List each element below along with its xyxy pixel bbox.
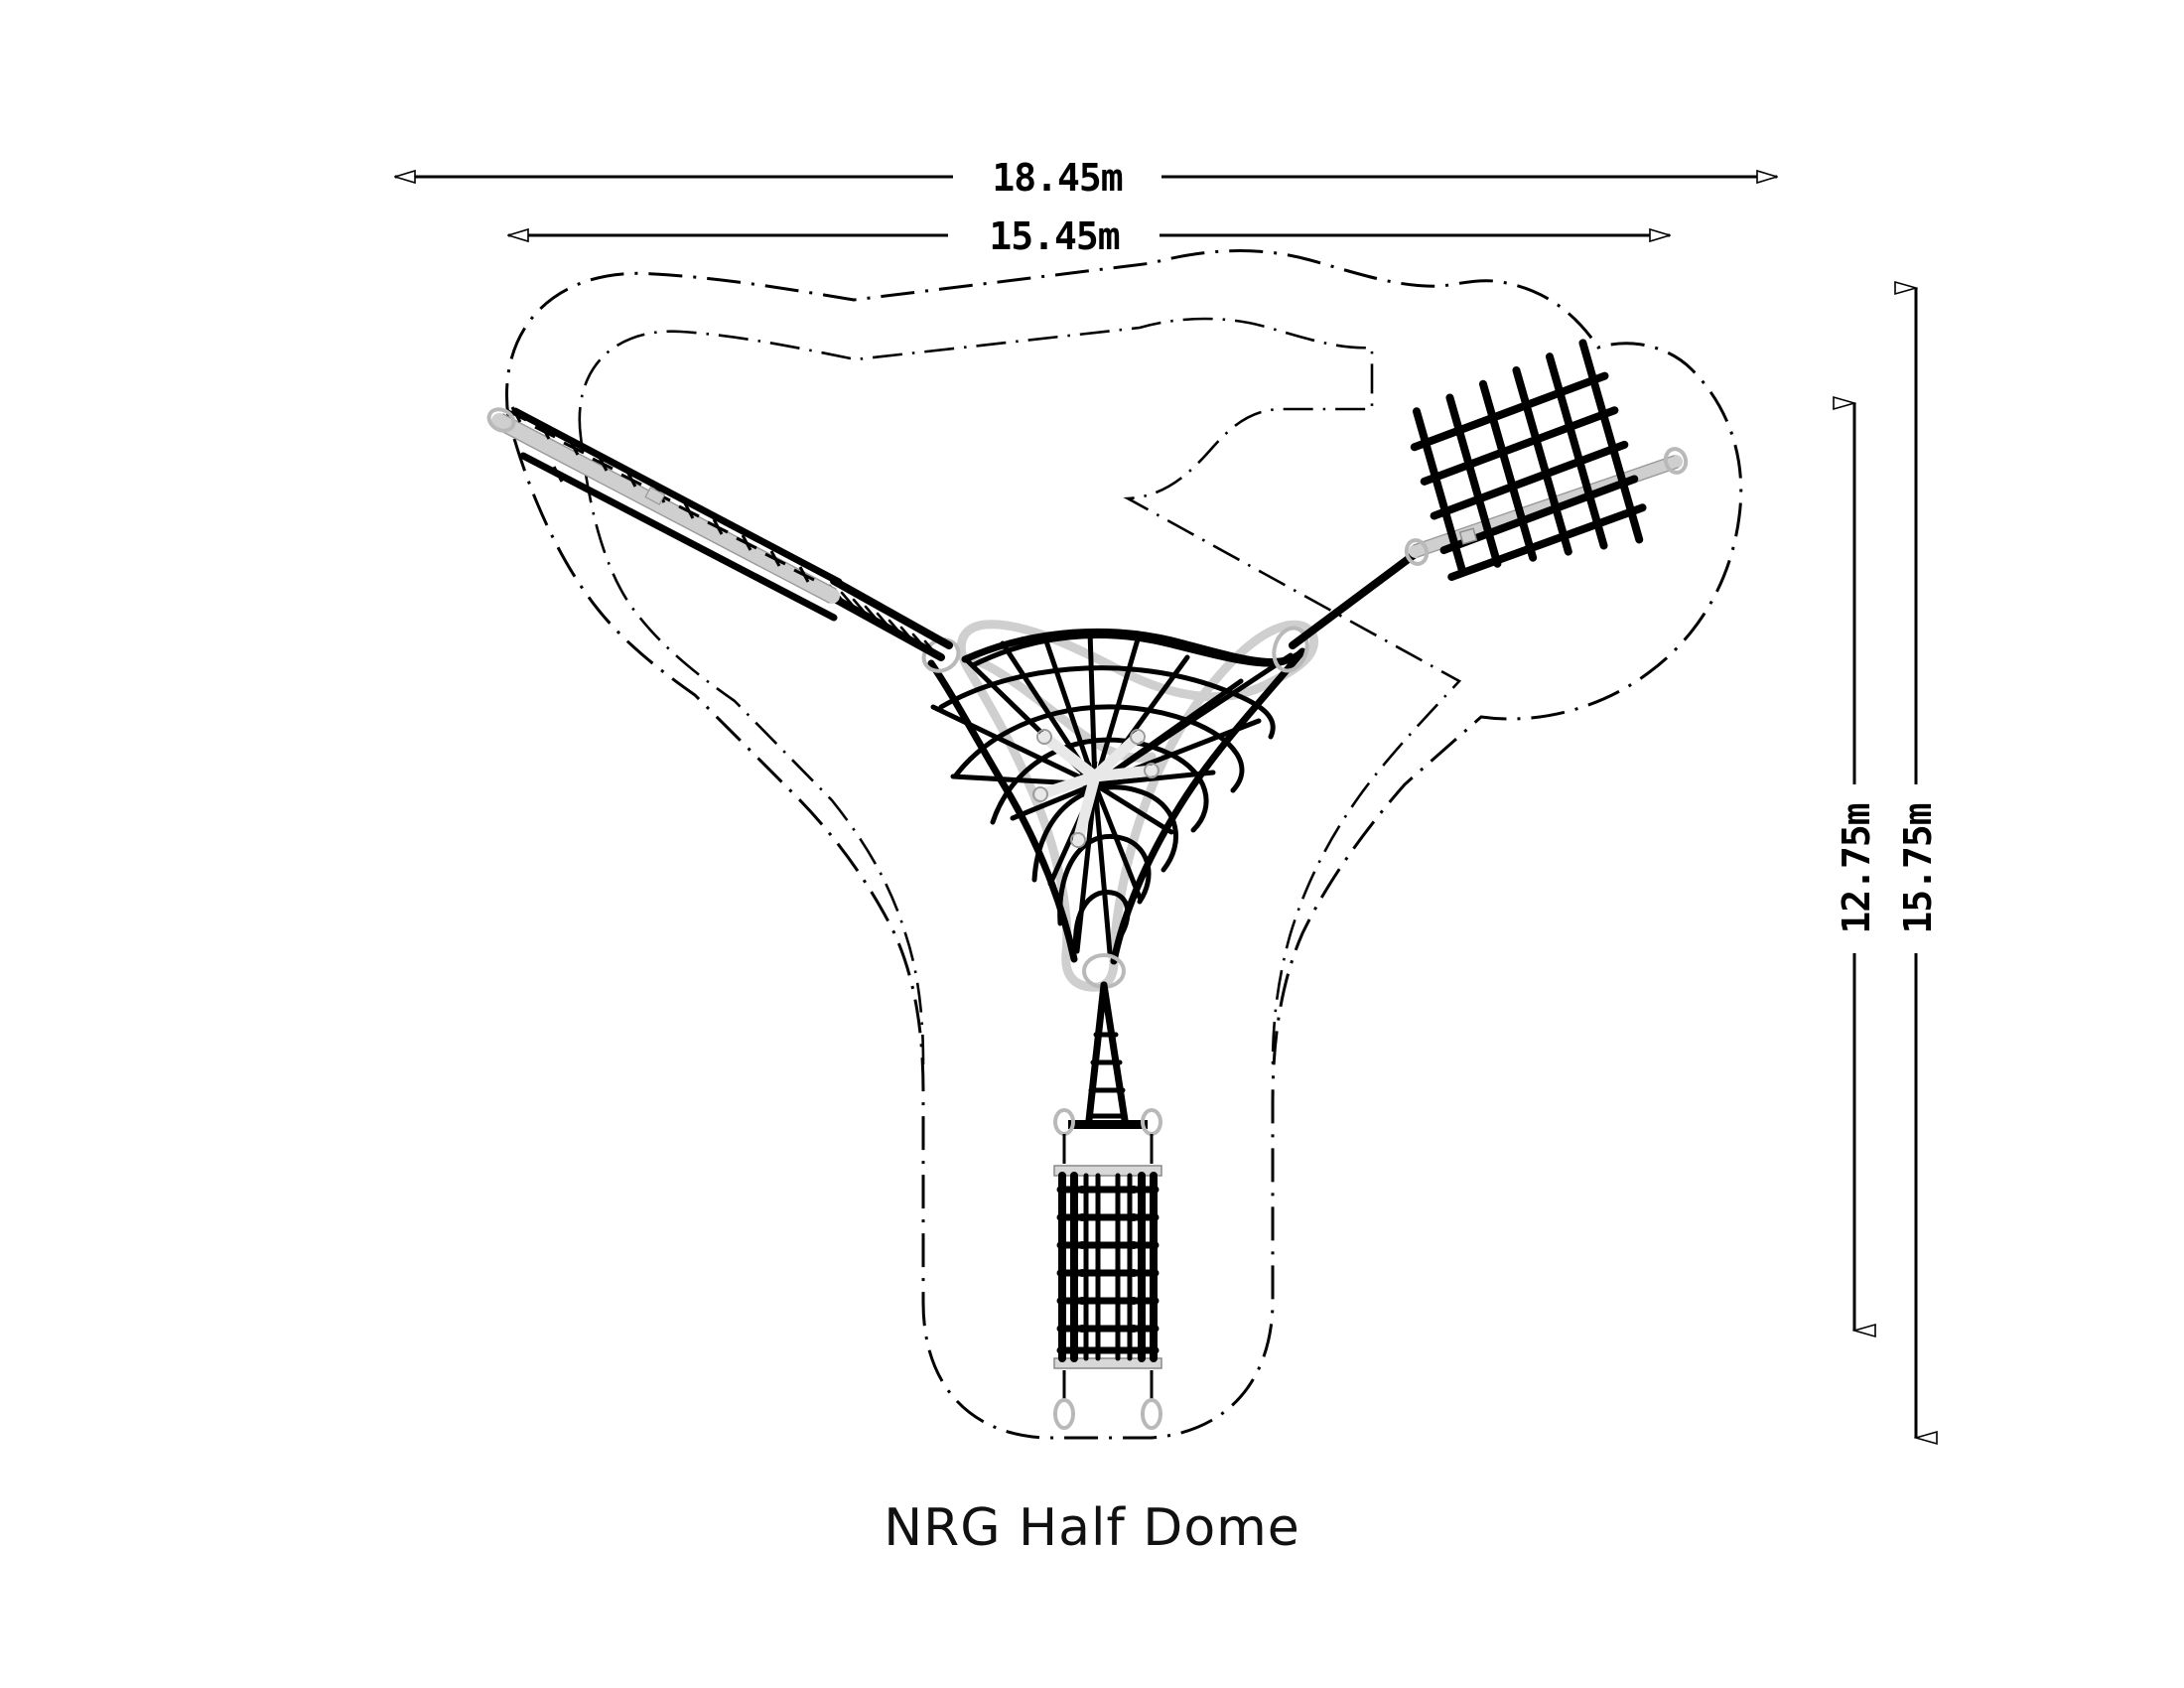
ladder-bottom-hardware xyxy=(1053,1370,1162,1430)
cargo-net-grid xyxy=(1410,339,1647,581)
cargo-net-rail-end xyxy=(1663,447,1689,475)
bottom-ring-right xyxy=(1141,1398,1162,1430)
component-rung-ladder-south xyxy=(1053,981,1162,1430)
corner-node-ne-ring xyxy=(1272,626,1309,673)
safety-zone-boundary-inner xyxy=(578,317,1462,1065)
dimension-overall-depth: 15.75m xyxy=(1896,288,1940,1438)
corner-node-nw-ring xyxy=(921,637,961,673)
hub-spokes xyxy=(1034,731,1158,846)
ladder-taper-rungs xyxy=(1086,1032,1128,1119)
dim-label-inner-width: 15.45m xyxy=(989,214,1119,258)
boundary-inner-outline xyxy=(578,317,1462,1065)
ladder-top-beam xyxy=(1053,1108,1162,1164)
ladder-rungs xyxy=(505,406,815,583)
boundary-outline xyxy=(505,249,1743,1440)
central-net-dome xyxy=(921,620,1318,992)
drawing-title: NRG Half Dome xyxy=(884,1498,1300,1558)
dimension-overall-width: 18.45m xyxy=(395,156,1777,200)
ladder-deck xyxy=(1053,1165,1162,1369)
ladder-stringer-upper xyxy=(511,407,843,586)
deck-rung-clamps xyxy=(1078,1186,1138,1333)
rope-twist-hatch xyxy=(828,584,939,657)
cargo-net-clamp xyxy=(1458,527,1478,545)
ladder-end-cap xyxy=(486,407,516,433)
dim-label-inner-depth: 12.75m xyxy=(1835,803,1878,933)
net-outer-edges xyxy=(927,628,1306,965)
ladder-stringer-lower xyxy=(519,452,838,622)
deck-rungs xyxy=(1056,1186,1160,1354)
dim-label-overall-depth: 15.75m xyxy=(1896,803,1940,933)
top-beam xyxy=(1068,1120,1148,1129)
safety-zone-boundary-outer xyxy=(505,249,1743,1440)
dim-label-overall-width: 18.45m xyxy=(992,156,1122,200)
component-cargo-net-ne xyxy=(1289,339,1689,649)
deck-bottom-rail xyxy=(1053,1357,1162,1369)
dome-rope-inner-1 xyxy=(970,655,1157,763)
hub-spoke-outlines xyxy=(1032,729,1160,848)
deck-top-rail xyxy=(1053,1165,1162,1177)
twisted-rope-section xyxy=(820,577,953,661)
net-mesh-radials xyxy=(930,629,1294,956)
boundary-inner-outline-left xyxy=(579,436,925,1065)
net-central-hub xyxy=(1032,729,1160,848)
ladder-taper-ropes xyxy=(1085,981,1129,1124)
dimension-inner-width: 15.45m xyxy=(508,214,1670,258)
cargo-net-rail-start xyxy=(1404,538,1430,566)
bottom-ring-left xyxy=(1053,1398,1075,1430)
cargo-net-connector-rope xyxy=(1289,548,1422,649)
component-rope-ladder-bridge-nw xyxy=(486,406,953,661)
dimension-inner-depth: 12.75m xyxy=(1835,403,1878,1331)
ladder-midspan-marker xyxy=(644,487,666,505)
ladder-rail xyxy=(491,413,840,604)
